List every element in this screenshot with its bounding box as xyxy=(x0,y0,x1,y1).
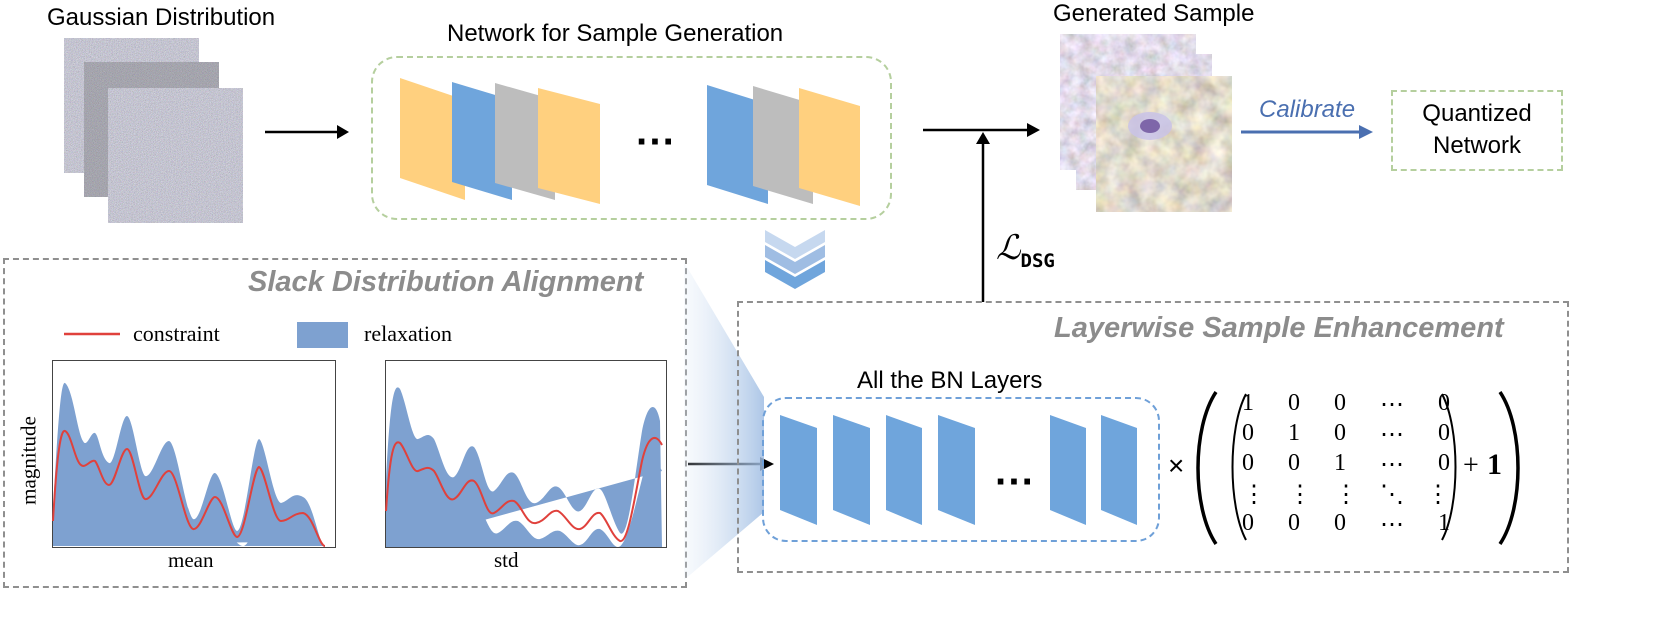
bn-ellipsis: ··· xyxy=(995,460,1035,504)
matrix-cell: ⋮ xyxy=(1426,482,1450,508)
matrix-row-5: 0 0 0 ⋯ 1 xyxy=(1242,510,1450,540)
matrix-row-3: 0 0 1 ⋯ 0 xyxy=(1242,450,1450,480)
loss-symbol: ℒ xyxy=(996,230,1021,267)
matrix-cell: 0 xyxy=(1242,450,1254,476)
bn-layer-4 xyxy=(938,415,975,525)
matrix-cell: 0 xyxy=(1288,390,1300,416)
matrix-cell: ⋯ xyxy=(1380,452,1404,478)
generated-sample-images xyxy=(1060,34,1232,212)
matrix-cell: 0 xyxy=(1438,450,1450,476)
sda-title: Slack Distribution Alignment xyxy=(248,266,644,298)
sample-image-front xyxy=(1096,76,1232,212)
matrix-cell: ⋮ xyxy=(1288,482,1312,508)
mean-plot xyxy=(52,360,336,548)
arrow-network-to-sample xyxy=(923,123,1040,137)
std-axis-label: std xyxy=(494,548,519,572)
outer-parentheses xyxy=(1196,391,1520,545)
bn-layers xyxy=(780,415,1137,525)
legend-constraint-swatch xyxy=(64,332,120,336)
bn-layer-5 xyxy=(1050,415,1086,525)
layer-blue-2 xyxy=(707,85,768,204)
matrix-cell: 0 xyxy=(1334,420,1346,446)
noise-image-front xyxy=(107,87,244,224)
matrix-cell: 1 xyxy=(1288,420,1300,446)
bn-layers-label: All the BN Layers xyxy=(857,367,1043,394)
matrix-cell: 0 xyxy=(1438,420,1450,446)
matrix-cell: 0 xyxy=(1288,510,1300,536)
chevron-down-icon xyxy=(765,230,825,289)
loss-label: ℒDSG xyxy=(996,228,1055,272)
network-ellipsis: ··· xyxy=(636,120,676,164)
matrix-row-2: 0 1 0 ⋯ 0 xyxy=(1242,420,1450,450)
bn-layers-box xyxy=(762,397,1160,542)
zoom-funnel xyxy=(684,262,764,580)
layer-gray-2 xyxy=(753,86,813,204)
calibrate-label: Calibrate xyxy=(1259,96,1356,123)
loss-arrow-up xyxy=(976,132,990,302)
std-constraint-line xyxy=(385,436,663,542)
bn-layer-2 xyxy=(833,415,870,525)
generation-network-box xyxy=(371,56,892,220)
matrix-cell: 0 xyxy=(1288,450,1300,476)
matrix-cell: ⋱ xyxy=(1380,482,1404,508)
layer-orange-2 xyxy=(538,88,600,204)
matrix-cell: ⋯ xyxy=(1380,512,1404,538)
std-relaxation-band xyxy=(386,387,662,547)
layer-orange-3 xyxy=(799,88,860,206)
matrix-cell: ⋮ xyxy=(1242,482,1266,508)
bn-layer-1 xyxy=(780,415,817,525)
lse-panel xyxy=(737,301,1569,573)
bold-one: 1 xyxy=(1487,448,1502,481)
legend-constraint-label: constraint xyxy=(133,321,220,346)
std-plot xyxy=(385,360,667,548)
times-sign: × xyxy=(1168,450,1185,481)
loss-subscript: DSG xyxy=(1020,250,1055,272)
quantized-line1: Quantized xyxy=(1422,100,1532,127)
calibrate-arrow xyxy=(1241,125,1373,139)
bn-layer-6 xyxy=(1101,415,1137,525)
matrix-cell: 1 xyxy=(1334,450,1346,476)
arrow-noise-to-network xyxy=(265,125,349,139)
generated-sample-label: Generated Sample xyxy=(1053,0,1255,27)
matrix-cell: ⋮ xyxy=(1334,482,1358,508)
matrix-row-4: ⋮ ⋮ ⋮ ⋱ ⋮ xyxy=(1242,480,1450,510)
plus-sign: + xyxy=(1463,450,1479,481)
network-label: Network for Sample Generation xyxy=(447,20,784,47)
lse-title: Layerwise Sample Enhancement xyxy=(1054,312,1504,344)
layer-orange-1 xyxy=(400,78,465,200)
matrix-cell: 1 xyxy=(1242,390,1254,416)
bn-layer-3 xyxy=(886,415,922,525)
inner-right-paren xyxy=(1441,393,1457,541)
matrix-cell: ⋯ xyxy=(1380,392,1404,418)
matrix-cell: 0 xyxy=(1242,420,1254,446)
legend-relaxation-swatch xyxy=(297,322,348,348)
matrix-cell: 0 xyxy=(1242,510,1254,536)
matrix-cell: 1 xyxy=(1438,510,1450,536)
matrix-cell: 0 xyxy=(1334,390,1346,416)
y-axis-label: magnitude xyxy=(16,416,41,505)
outer-right-paren xyxy=(1498,391,1520,545)
mean-relaxation-band xyxy=(53,382,325,546)
matrix-cell: 0 xyxy=(1438,390,1450,416)
legend-relaxation-label: relaxation xyxy=(364,321,452,346)
mean-plot-svg xyxy=(52,382,326,547)
quantized-network-box: Quantized Network xyxy=(1391,90,1563,171)
mean-constraint-line xyxy=(52,430,326,547)
matrix-cell: ⋯ xyxy=(1380,422,1404,448)
gaussian-label: Gaussian Distribution xyxy=(47,4,276,31)
matrix-row-1: 1 0 0 ⋯ 0 xyxy=(1242,390,1450,420)
mean-axis-label: mean xyxy=(168,548,214,572)
outer-left-paren xyxy=(1196,391,1218,545)
std-plot-svg xyxy=(385,387,663,547)
matrix-cell: 0 xyxy=(1334,510,1346,536)
generation-network-layers xyxy=(400,78,860,206)
identity-matrix: 1 0 0 ⋯ 0 0 1 0 ⋯ 0 0 0 1 ⋯ 0 ⋮ ⋮ ⋮ ⋱ ⋮ 0 0 0 ⋯ 1 xyxy=(1242,390,1450,540)
inner-left-paren xyxy=(1231,393,1247,541)
quantized-line2: Network xyxy=(1432,132,1522,159)
